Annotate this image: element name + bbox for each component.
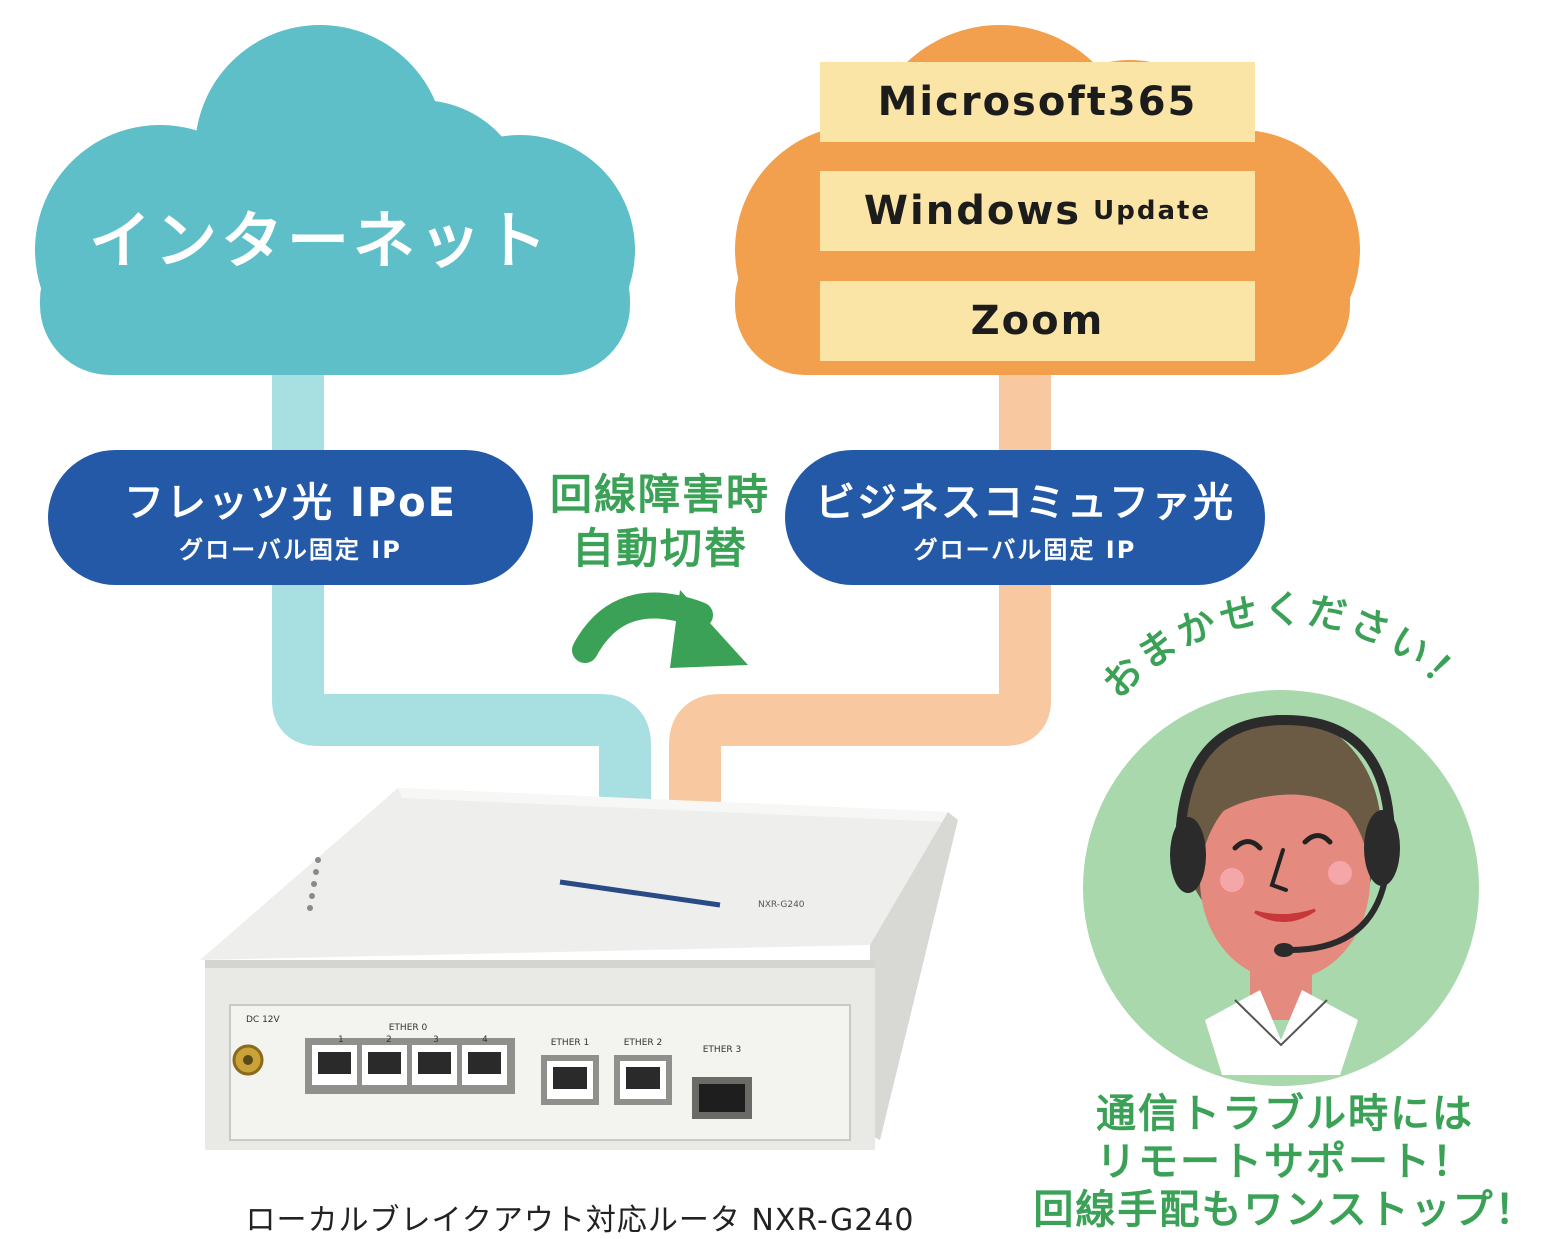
router-port-label: 1 — [338, 1035, 344, 1045]
router-port-label: 2 — [386, 1035, 392, 1045]
support-person — [1170, 714, 1400, 1075]
support-arc-text: おまかせください！ — [1094, 588, 1476, 707]
router-port-label: ETHER 1 — [551, 1038, 589, 1048]
service-microsoft365: Microsoft365 — [820, 62, 1255, 142]
line-right-subtitle: グローバル固定 IP — [913, 536, 1137, 564]
internet-cloud-label: インターネット — [88, 204, 551, 277]
teal-connection-line — [272, 370, 651, 830]
service-label: Windows — [863, 188, 1082, 234]
service-zoom: Zoom — [820, 281, 1255, 361]
switch-arrow-head — [670, 590, 748, 668]
line-left-title: フレッツ光 IPoE — [124, 480, 457, 526]
switch-note-line1: 回線障害時 — [549, 470, 770, 519]
svg-text:NXR-G240: NXR-G240 — [758, 900, 805, 910]
router-port-label: 4 — [482, 1035, 488, 1045]
support-note-line3: 回線手配もワンストップ！ — [1033, 1187, 1537, 1233]
router-device: NXR-G240 — [200, 788, 958, 1150]
switch-note: 回線障害時 自動切替 — [535, 468, 785, 576]
router-port-label: 3 — [433, 1035, 439, 1045]
router-port-label: ETHER 3 — [703, 1045, 741, 1055]
line-left-pill: フレッツ光 IPoE グローバル固定 IP — [48, 450, 533, 585]
line-right-pill: ビジネスコミュファ光 グローバル固定 IP — [785, 450, 1265, 585]
switch-note-line2: 自動切替 — [571, 524, 748, 573]
router-caption: ローカルブレイクアウト対応ルータ NXR-G240 — [245, 1203, 915, 1238]
line-left-subtitle: グローバル固定 IP — [179, 536, 402, 564]
router-port-label: ETHER 0 — [389, 1023, 428, 1033]
support-note-line1: 通信トラブル時には — [1096, 1091, 1474, 1137]
internet-cloud — [35, 25, 635, 375]
router-port-label: DC 12V — [246, 1015, 281, 1025]
support-note: 通信トラブル時には リモートサポート！ 回線手配もワンストップ！ — [1015, 1090, 1555, 1234]
service-windows-update: Windows Update — [820, 171, 1255, 251]
service-label: Zoom — [970, 298, 1105, 344]
router-port-label: ETHER 2 — [624, 1038, 662, 1048]
line-right-title: ビジネスコミュファ光 — [815, 480, 1235, 526]
service-label: Microsoft365 — [877, 79, 1198, 125]
orange-connection-line — [669, 370, 1051, 830]
service-sublabel: Update — [1093, 196, 1212, 226]
support-note-line2: リモートサポート！ — [1096, 1139, 1474, 1185]
